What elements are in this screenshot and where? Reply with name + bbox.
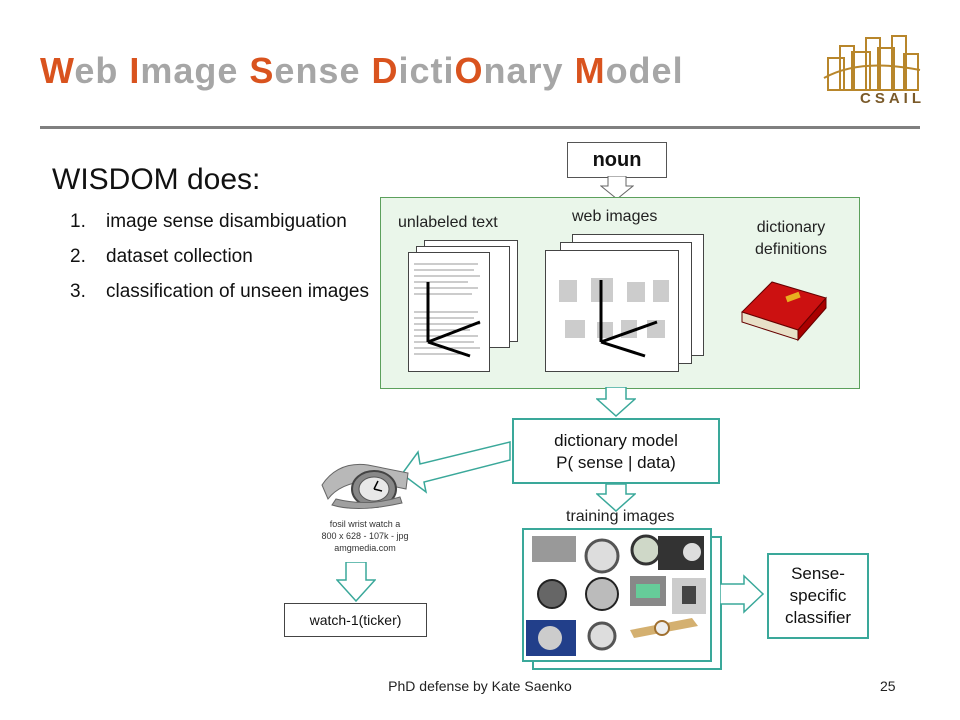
csail-logo-text: CSAIL: [860, 90, 925, 107]
text-doc-content: [414, 263, 481, 358]
dictionary-definitions-label: dictionary definitions: [754, 219, 828, 258]
list-item-text: classification of unseen images: [106, 281, 369, 302]
web-images-label: web images: [572, 208, 658, 225]
sense-classifier-box: Sense-specific classifier: [767, 553, 869, 639]
title-segment: nary: [483, 50, 575, 91]
list-item: 3. classification of unseen images: [70, 278, 370, 305]
watch-caption-line1: fosil wrist watch a: [329, 519, 401, 529]
list-item-number: 2.: [70, 246, 86, 267]
arrow-to-watch: [400, 441, 511, 494]
list-item-text: image sense disambiguation: [106, 211, 347, 232]
training-images-label: training images: [566, 508, 675, 525]
unlabeled-text-label: unlabeled text: [398, 214, 498, 231]
down-arrow-watch: [336, 562, 376, 602]
title-segment: ense: [274, 50, 372, 91]
title-segment: icti: [398, 50, 455, 91]
title-initial: O: [454, 50, 484, 91]
title-divider: [40, 126, 920, 129]
list-item-number: 1.: [70, 211, 86, 232]
down-arrow-model: [596, 484, 636, 512]
title-initial: M: [574, 50, 606, 91]
watch-caption: fosil wrist watch a 800 x 628 - 107k - j…: [300, 518, 430, 554]
title-initial: S: [249, 50, 275, 91]
watch-caption-line2: 800 x 628 - 107k - jpg: [321, 531, 409, 541]
title-segment: eb: [74, 50, 130, 91]
watch-sense-box: watch-1(ticker): [284, 603, 427, 637]
image-doc-content: [559, 278, 669, 358]
down-arrow-panel: [596, 387, 636, 417]
arrow-to-classifier: [720, 574, 764, 614]
list-item: 1. image sense disambiguation: [70, 208, 370, 235]
capability-list: 1. image sense disambiguation 2. dataset co…: [70, 208, 370, 313]
title-segment: odel: [605, 50, 684, 91]
wisdom-heading: WISDOM does:: [52, 163, 261, 196]
slide-title: Web Image Sense DictiOnary Model: [40, 50, 684, 92]
watch-caption-line3: amgmedia.com: [334, 543, 396, 553]
list-item: 2. dataset collection: [70, 243, 370, 270]
noun-box: noun: [567, 142, 667, 178]
page-number: 25: [880, 678, 896, 694]
image-doc-front: [545, 250, 679, 372]
training-images-grid: [526, 534, 706, 656]
dictionary-model-box: dictionary model P( sense | data): [512, 418, 720, 484]
list-item-number: 3.: [70, 281, 86, 302]
title-initial: D: [371, 50, 399, 91]
fossil-watch-image: [321, 463, 409, 510]
dictionary-model-line1: dictionary model: [554, 431, 678, 450]
dictionary-model-line2: P( sense | data): [556, 453, 676, 472]
title-segment: mage: [140, 50, 250, 91]
down-arrow-noun: [600, 176, 634, 200]
footer-text: PhD defense by Kate Saenko: [388, 678, 572, 694]
title-initial: W: [40, 50, 75, 91]
title-initial: I: [129, 50, 141, 91]
list-item-text: dataset collection: [106, 246, 253, 267]
csail-logo: [823, 35, 921, 91]
dictionary-book-icon: [741, 281, 827, 342]
